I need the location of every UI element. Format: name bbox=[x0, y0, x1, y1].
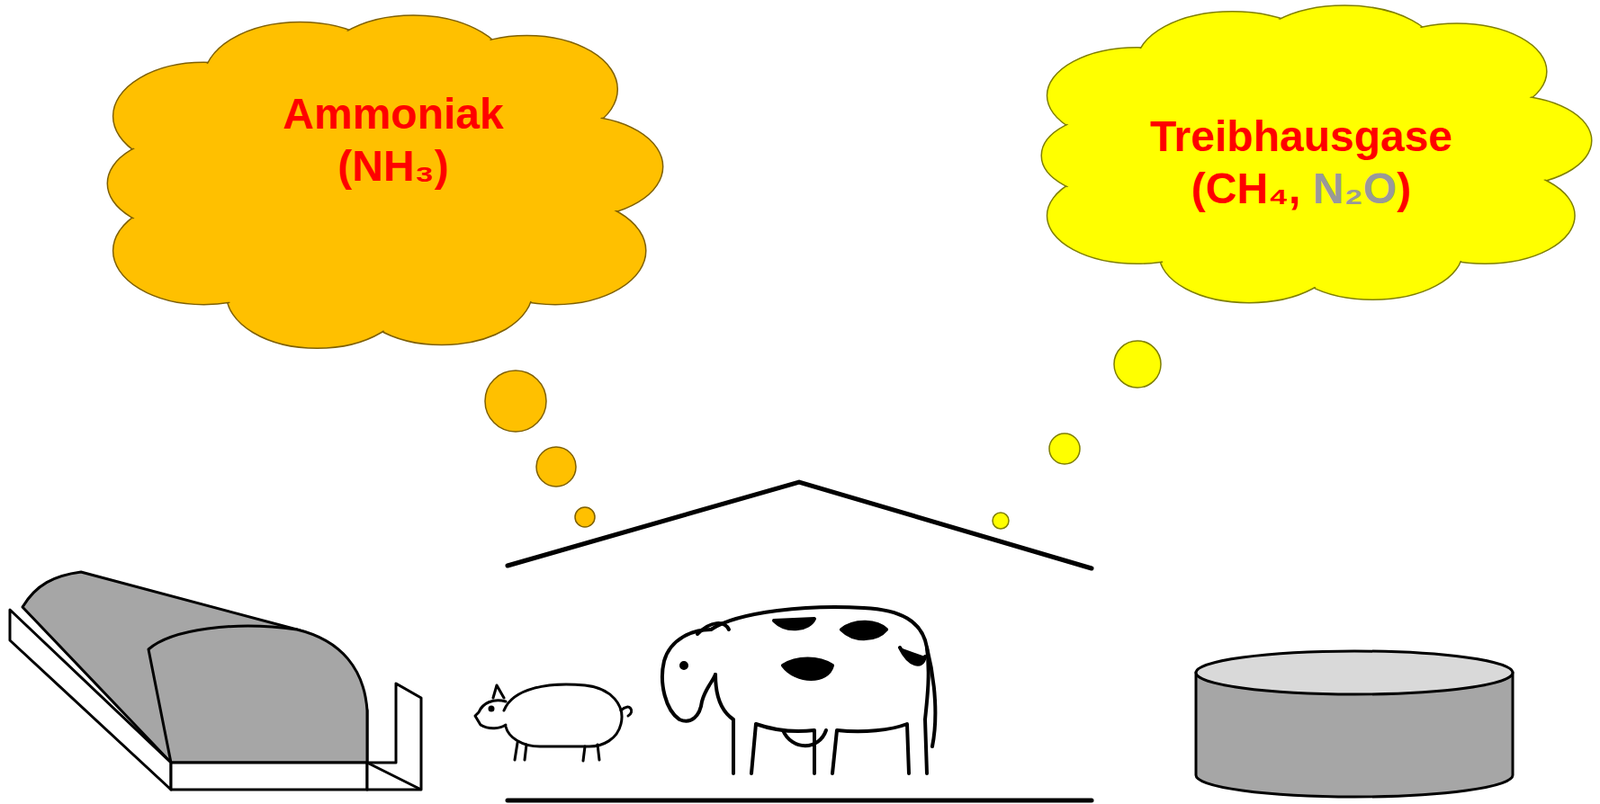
cloud-label: (NH₃) bbox=[337, 142, 450, 190]
cloud-fill bbox=[109, 16, 661, 347]
silage-heap bbox=[22, 572, 368, 764]
pig-tail bbox=[620, 707, 632, 717]
bubble bbox=[536, 447, 576, 487]
silo-wall-left bbox=[9, 610, 171, 791]
pig-head bbox=[475, 701, 506, 729]
pig-ear bbox=[493, 685, 504, 699]
cloud-core bbox=[1108, 50, 1525, 261]
text-line: (NH₃) bbox=[337, 140, 450, 193]
cloud-fill bbox=[1043, 6, 1591, 302]
barn-floor bbox=[507, 799, 1092, 804]
cloud-label: Treibhausgase bbox=[1150, 112, 1453, 161]
pig-legs bbox=[514, 743, 600, 762]
cloud-text-area: Ammoniak(NH₃) bbox=[109, 0, 677, 309]
text-line: Treibhausgase bbox=[1150, 110, 1453, 163]
cloud-core bbox=[175, 65, 595, 302]
cloud-outline bbox=[1041, 5, 1592, 304]
cloud-label: ) bbox=[1396, 164, 1412, 213]
bubble bbox=[1049, 433, 1080, 465]
silage-face bbox=[148, 626, 368, 764]
thought-bubbles bbox=[485, 341, 1161, 530]
slurry-tank bbox=[1195, 651, 1513, 798]
cow-tail bbox=[926, 647, 935, 747]
cloud-node: Treibhausgase(CH₄,N₂O) bbox=[1035, 5, 1598, 306]
text-line: (CH₄,N₂O) bbox=[1191, 162, 1412, 216]
cow-ear bbox=[697, 623, 729, 635]
cow-udder bbox=[782, 730, 827, 747]
cow-spots bbox=[773, 619, 926, 680]
cloud-text-area: Treibhausgase(CH₄,N₂O) bbox=[1020, 12, 1583, 314]
cloud-node: Ammoniak(NH₃) bbox=[101, 15, 669, 352]
silo-wall-right bbox=[367, 683, 422, 791]
cloud-outline bbox=[107, 15, 663, 349]
cloud-label: Ammoniak bbox=[282, 89, 504, 138]
cow-drawing bbox=[662, 607, 935, 774]
pig-drawing bbox=[475, 684, 632, 762]
bubble bbox=[485, 370, 547, 432]
pig-eye bbox=[489, 707, 494, 711]
silo-edge bbox=[367, 763, 422, 791]
bunker-silo bbox=[9, 572, 422, 791]
cloud-label: (CH₄, bbox=[1191, 164, 1302, 213]
grey-formula: N₂O bbox=[1312, 164, 1397, 213]
tank-top bbox=[1195, 651, 1513, 695]
barn bbox=[507, 482, 1092, 801]
text-line: Ammoniak bbox=[282, 88, 504, 141]
cow-head bbox=[662, 629, 716, 722]
bubble bbox=[1114, 341, 1161, 388]
bubble bbox=[992, 512, 1009, 530]
bubble bbox=[575, 507, 595, 528]
cow-body bbox=[710, 607, 929, 774]
pig-body bbox=[503, 684, 622, 747]
barn-roof bbox=[507, 482, 1092, 569]
cow-eye bbox=[681, 663, 687, 669]
silo-floor-front bbox=[170, 763, 368, 791]
